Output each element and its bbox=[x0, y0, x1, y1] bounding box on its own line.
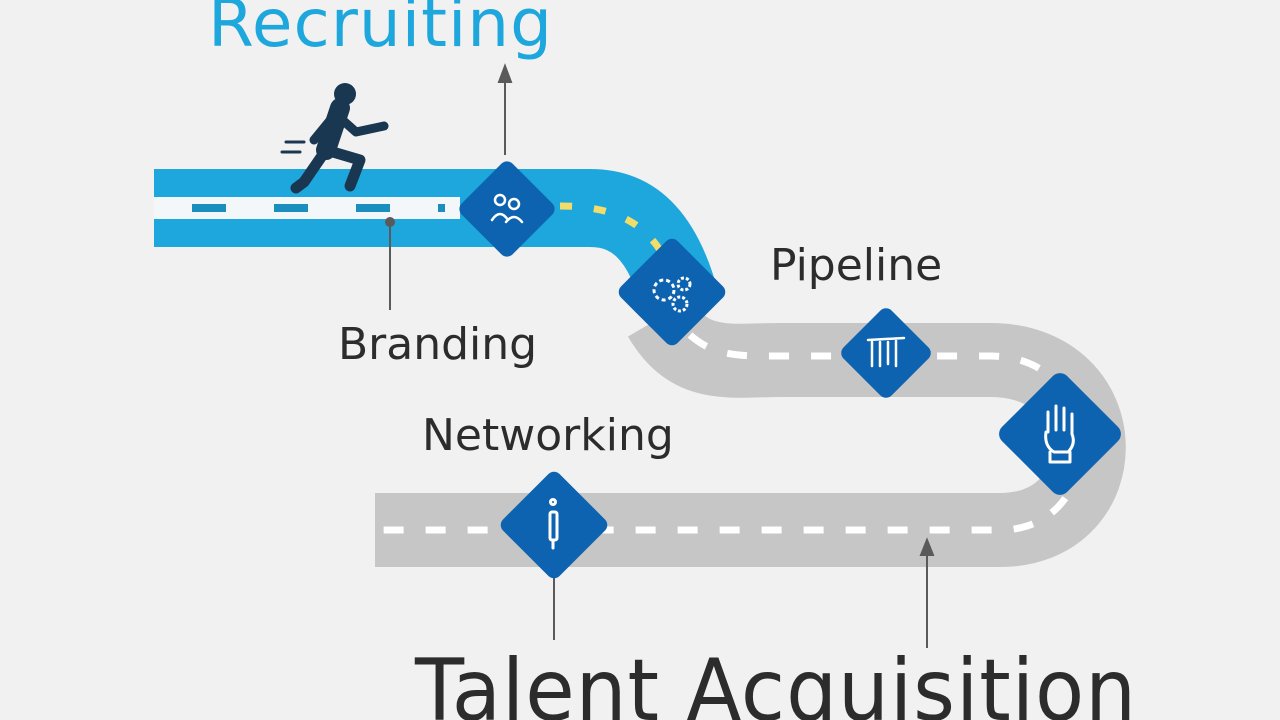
runner-icon bbox=[280, 83, 389, 194]
people-group-icon bbox=[866, 336, 906, 368]
stage-node-hand[interactable] bbox=[995, 369, 1125, 499]
stage-node-branding[interactable] bbox=[456, 158, 558, 260]
title-talent-acquisition: Talent Acquisition bbox=[414, 641, 1137, 720]
branding-connector-dot bbox=[385, 217, 395, 227]
raised-hand-icon bbox=[1044, 404, 1075, 464]
pencil-icon bbox=[548, 498, 559, 550]
gray-road-dashes bbox=[378, 332, 1085, 534]
title-recruiting: Recruiting bbox=[208, 0, 553, 62]
stage-label-branding: Branding bbox=[338, 319, 537, 370]
recruiting-arrowhead bbox=[497, 63, 513, 83]
stage-node-networking[interactable] bbox=[497, 468, 610, 581]
talent-arrowhead bbox=[919, 537, 935, 556]
blue-road bbox=[154, 169, 718, 311]
blue-road-dots bbox=[559, 202, 663, 252]
stage-label-networking: Networking bbox=[422, 410, 674, 461]
stage-node-gears[interactable] bbox=[615, 235, 728, 348]
stage-label-pipeline: Pipeline bbox=[770, 240, 942, 291]
stage-node-pipeline[interactable] bbox=[838, 305, 934, 401]
team-icon bbox=[490, 193, 524, 224]
gears-icon bbox=[652, 276, 692, 313]
